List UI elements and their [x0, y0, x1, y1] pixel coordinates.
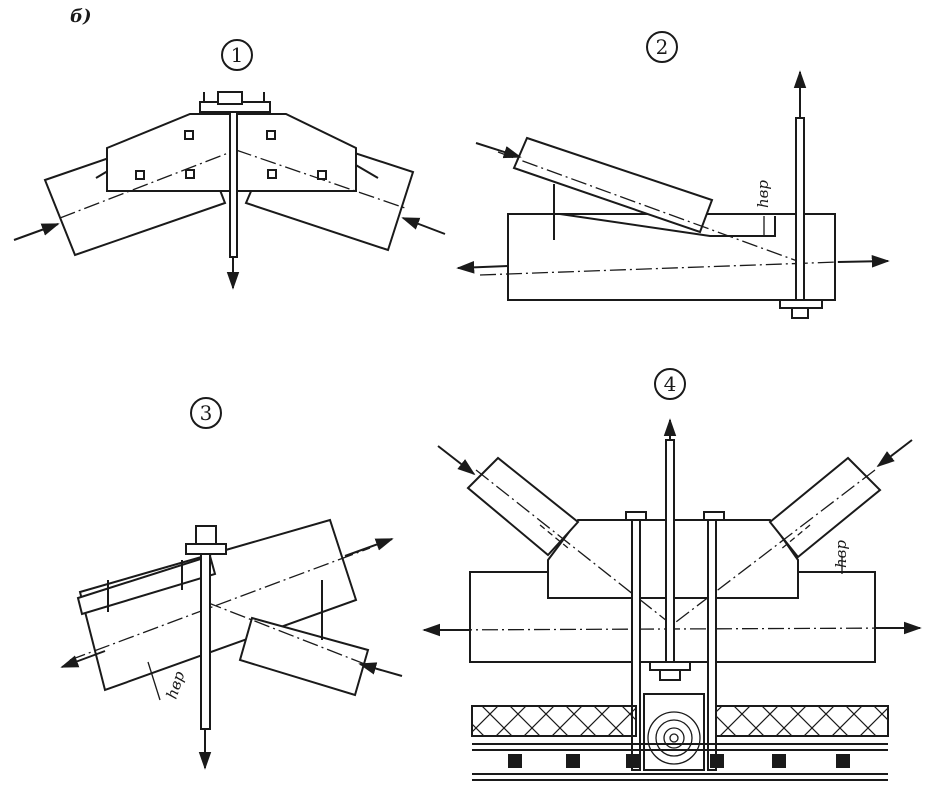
node-2-vertical-rod — [795, 117, 805, 301]
node-3-diagonal-member — [238, 616, 370, 697]
node-4-number-circle: 4 — [654, 368, 686, 400]
node-4-left-diagonal-force-arrow — [437, 445, 476, 476]
node-4-ceiling-beam — [643, 693, 705, 771]
node-2-number-circle: 2 — [646, 31, 678, 63]
node-2-notch — [559, 213, 776, 237]
node-1-number: 1 — [231, 43, 244, 67]
node-1-bolts — [135, 130, 327, 180]
node-2-number: 2 — [656, 35, 669, 59]
node-4-number: 4 — [664, 372, 677, 396]
node-1-left-force-arrow — [13, 223, 60, 241]
node-3-chord-right-force-arrow — [344, 538, 394, 557]
node-2-chord-axis — [479, 261, 839, 276]
node-1-right-force-arrow — [401, 217, 446, 235]
node-3-hvr-label: hвр — [163, 669, 189, 702]
node-3-upper-board — [76, 554, 217, 616]
node-2-bottom-chord — [507, 213, 836, 301]
node-3-chord-axis — [69, 547, 371, 661]
node-3-top-nut — [185, 525, 227, 555]
node-2-hvr-label: hвр — [754, 180, 772, 208]
node-1-top-nut — [199, 91, 271, 113]
node-4-insulation-left — [471, 705, 637, 737]
node-1-ridge-joint: 1 — [13, 39, 446, 290]
node-2-inclined-force-arrow — [475, 142, 522, 159]
node-2-inclined-axis — [497, 151, 801, 263]
node-4-ceiling-boards — [472, 743, 888, 781]
node-3-chord-left-force-arrow — [60, 650, 106, 668]
node-4-middle-joint: 4 — [422, 368, 922, 781]
node-1-number-circle: 1 — [221, 39, 253, 71]
node-4-bottom-nuts — [649, 661, 691, 681]
node-1-left-axis — [59, 149, 237, 219]
node-3-hvr-dimension — [147, 661, 161, 701]
node-3-diagonal-force-arrow — [358, 662, 403, 677]
node-4-hvr-label: hвр — [832, 540, 850, 568]
node-3-vertical-rod — [200, 553, 211, 730]
node-4-connectors — [539, 524, 811, 551]
node-3-diagonal-axis — [205, 601, 376, 669]
node-3-intermediate-joint: 3 hвр — [60, 397, 403, 770]
node-4-top-nuts — [625, 511, 725, 521]
panel-letter: б) — [70, 6, 92, 27]
node-2-left-chord-force-arrow — [456, 261, 509, 274]
node-2-bottom-nut — [779, 299, 823, 319]
node-4-right-strap — [707, 511, 717, 771]
node-3-number-circle: 3 — [190, 397, 222, 429]
node-4-insulation-right — [715, 705, 889, 737]
node-2-support-joint: 2 hвр — [456, 31, 890, 319]
node-2-right-chord-force-arrow — [837, 255, 890, 268]
node-3-number: 3 — [200, 401, 213, 425]
node-1-tie-rod — [229, 111, 238, 258]
node-4-right-diagonal-force-arrow — [876, 439, 913, 468]
node-4-central-rod — [665, 439, 675, 671]
node-4-right-axis — [671, 469, 876, 626]
